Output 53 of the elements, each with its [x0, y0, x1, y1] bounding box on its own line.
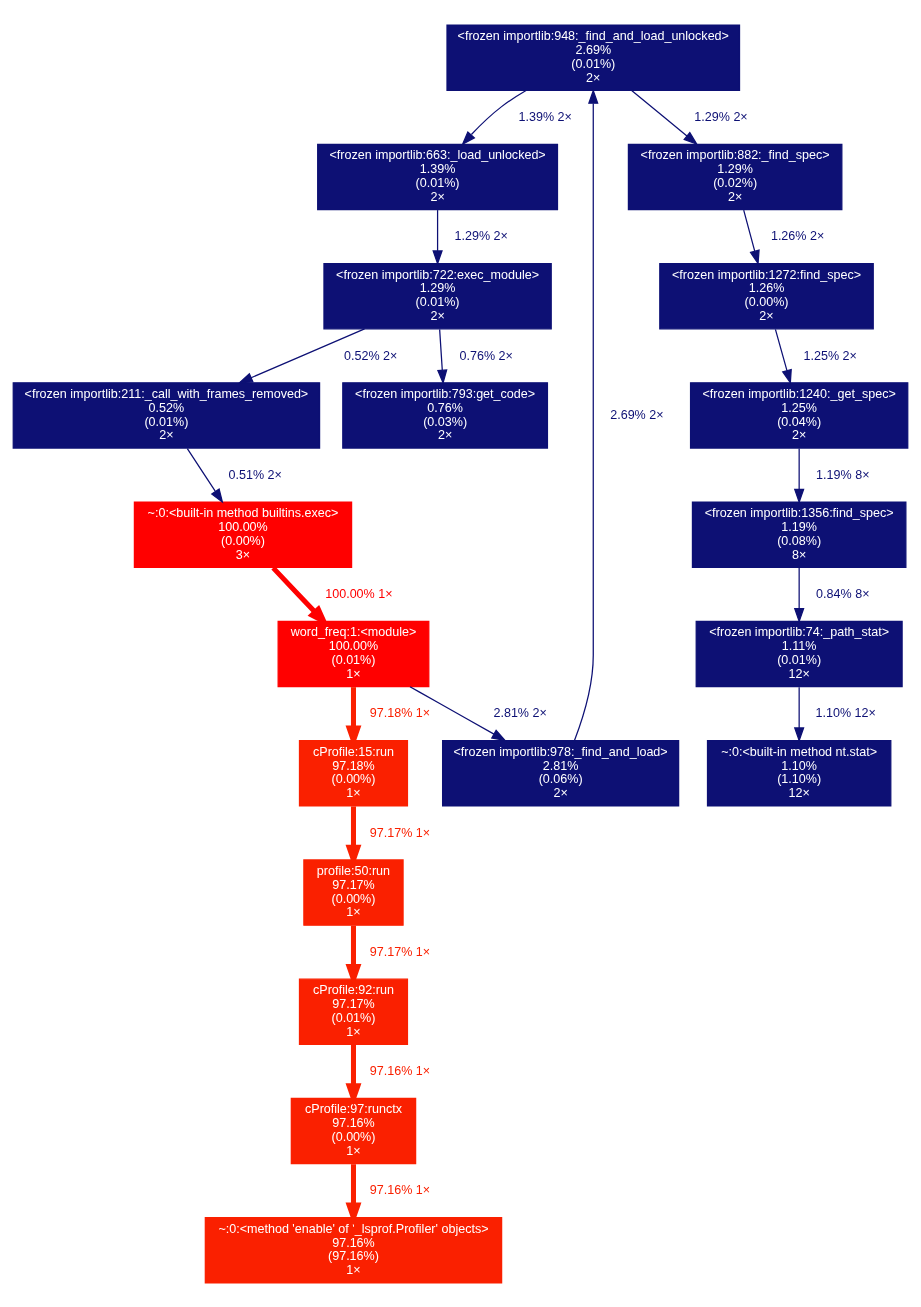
edge-label: 2.81% 2× [493, 705, 547, 720]
node-box: cProfile:92:run 97.17% (0.01%) 1× [298, 978, 409, 1045]
arrow [461, 89, 527, 146]
node-box: ~:0:<built-in method nt.stat> 1.10% (1.10%) 12× [706, 739, 892, 807]
arrow [432, 208, 443, 265]
node-box: <frozen importlib:882:_find_spec> 1.29% (0.02%) 2× [627, 143, 843, 210]
edge-label: 97.17% 1× [369, 825, 431, 840]
node-box: <frozen importlib:1240:_get_spec> 1.25% (0.04%) 2× [689, 381, 909, 449]
edge-label: 97.18% 1× [369, 705, 431, 720]
node-box: <frozen importlib:978:_find_and_load> 2.81% (0.06%) 2× [442, 739, 680, 807]
node-box: ~:0:<built-in method builtins.exec> 100.00% (0.00%) 3× [133, 500, 353, 568]
edge-label: 1.39% 2× [518, 109, 572, 124]
edge-label: 1.26% 2× [770, 228, 825, 243]
edge-label: 97.17% 1× [369, 944, 431, 959]
node-box: <frozen importlib:948:_find_and_load_unlocked> 2.69% (0.01%) 2× [446, 23, 741, 91]
node-box: <frozen importlib:74:_path_stat> 1.11% (0.01%) 12× [695, 620, 903, 687]
arrow [345, 1044, 362, 1106]
edge-label: 0.84% 8× [816, 586, 870, 601]
edge-label: 1.19% 8× [816, 467, 870, 482]
arrow [436, 328, 448, 385]
arrow [345, 1163, 362, 1225]
edge-label: 1.29% 2× [454, 228, 508, 243]
arrow [743, 208, 760, 265]
edge-label: 0.51% 2× [228, 467, 282, 482]
node-box: cProfile:15:run 97.18% (0.00%) 1× [298, 739, 409, 807]
arrow [793, 566, 805, 623]
arrow [409, 685, 507, 741]
node-box: <frozen importlib:663:_load_unlocked> 1.39% (0.01%) 2× [317, 143, 559, 210]
edge-label: 1.29% 2× [694, 109, 748, 124]
arrow [774, 328, 792, 385]
arrow [237, 327, 366, 383]
edge-label: 1.10% 12× [815, 705, 876, 720]
edge-label: 97.16% 1× [369, 1063, 431, 1078]
node-box: <frozen importlib:793:get_code> 0.76% (0.03%) 2× [342, 381, 549, 449]
node-box: <frozen importlib:1272:find_spec> 1.26% (0.00%) 2× [659, 262, 874, 329]
edge-label: 1.25% 2× [803, 348, 857, 363]
node-box: <frozen importlib:211:_call_with_frames_removed> 0.52% (0.01%) 2× [12, 381, 321, 449]
node-box: <frozen importlib:1356:find_spec> 1.19% (0.08%) 8× [691, 500, 907, 568]
edge-label: 100.00% 1× [325, 586, 393, 601]
arrow [793, 447, 805, 504]
edge-label: 0.52% 2× [344, 348, 398, 363]
node-box: cProfile:97:runctx 97.16% (0.00%) 1× [290, 1097, 417, 1164]
arrow [186, 447, 224, 504]
node-box: profile:50:run 97.17% (0.00%) 1× [303, 858, 404, 926]
arrow [793, 686, 805, 742]
node-box: word_freq:1:<module> 100.00% (0.01%) 1× [277, 620, 430, 687]
node-box: <frozen importlib:722:exec_module> 1.29% (0.01%) 2× [323, 262, 552, 329]
arrow [573, 88, 599, 741]
edge-label: 0.76% 2× [459, 348, 513, 363]
arrow [631, 89, 699, 145]
edge-label: 97.16% 1× [369, 1182, 431, 1197]
edge-label: 2.69% 2× [610, 407, 664, 422]
node-box: ~:0:<method 'enable' of '_lsprof.Profiler' objects> 97.16% (97.16%) 1× [204, 1216, 503, 1284]
